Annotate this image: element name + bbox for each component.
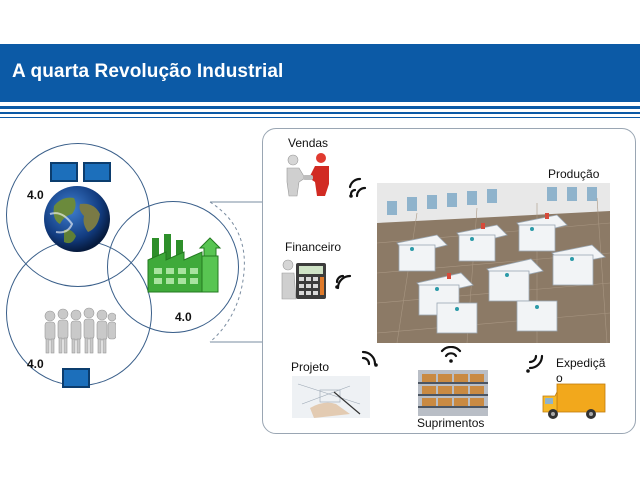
monitor-icon [50,162,78,182]
financeiro-label: Financeiro [285,240,341,254]
wifi-icon [334,270,354,290]
connector-arc [200,196,270,346]
projeto-label: Projeto [291,360,329,374]
factory-label: 4.0 [175,310,192,324]
vendas-label: Vendas [288,136,328,150]
wifi-icon [359,348,381,368]
expedicao-label-line1: Expediçã [556,356,605,370]
warehouse-icon [418,370,488,416]
people-icon [42,306,116,356]
globe-label: 4.0 [27,188,44,202]
truck-icon [541,382,607,422]
page-title: A quarta Revolução Industrial [12,61,283,83]
wifi-icon [524,352,546,374]
calculator-icon [278,255,330,303]
suprimentos-label: Suprimentos [417,416,484,430]
people-monitor [62,368,90,388]
globe-icon [42,184,112,254]
wifi-icon [347,176,369,198]
title-stripes [0,102,640,122]
wifi-icon [440,346,462,366]
blueprint-icon [290,374,372,420]
globe-monitors [50,162,111,182]
monitor-icon [83,162,111,182]
handshake-icon [283,152,333,198]
monitor-icon [62,368,90,388]
people-label: 4.0 [27,357,44,371]
factory-floor-image [377,183,610,343]
producao-label: Produção [548,167,599,181]
